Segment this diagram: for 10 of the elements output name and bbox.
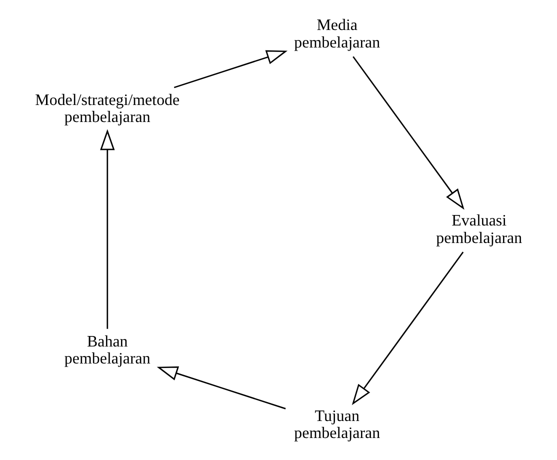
node-text: Evaluasi pembelajaran [436, 212, 522, 247]
node-text: Model/strategi/metode pembelajaran [34, 92, 180, 126]
node-text: Tujuan pembelajaran [294, 408, 380, 442]
arrow [100, 129, 114, 329]
arrow [173, 50, 288, 88]
node-text: Bahan pembelajaran [64, 333, 150, 368]
arrow [351, 252, 464, 406]
node-text: Media pembelajaran [294, 17, 380, 52]
arrow [352, 56, 464, 210]
arrow [156, 366, 286, 410]
